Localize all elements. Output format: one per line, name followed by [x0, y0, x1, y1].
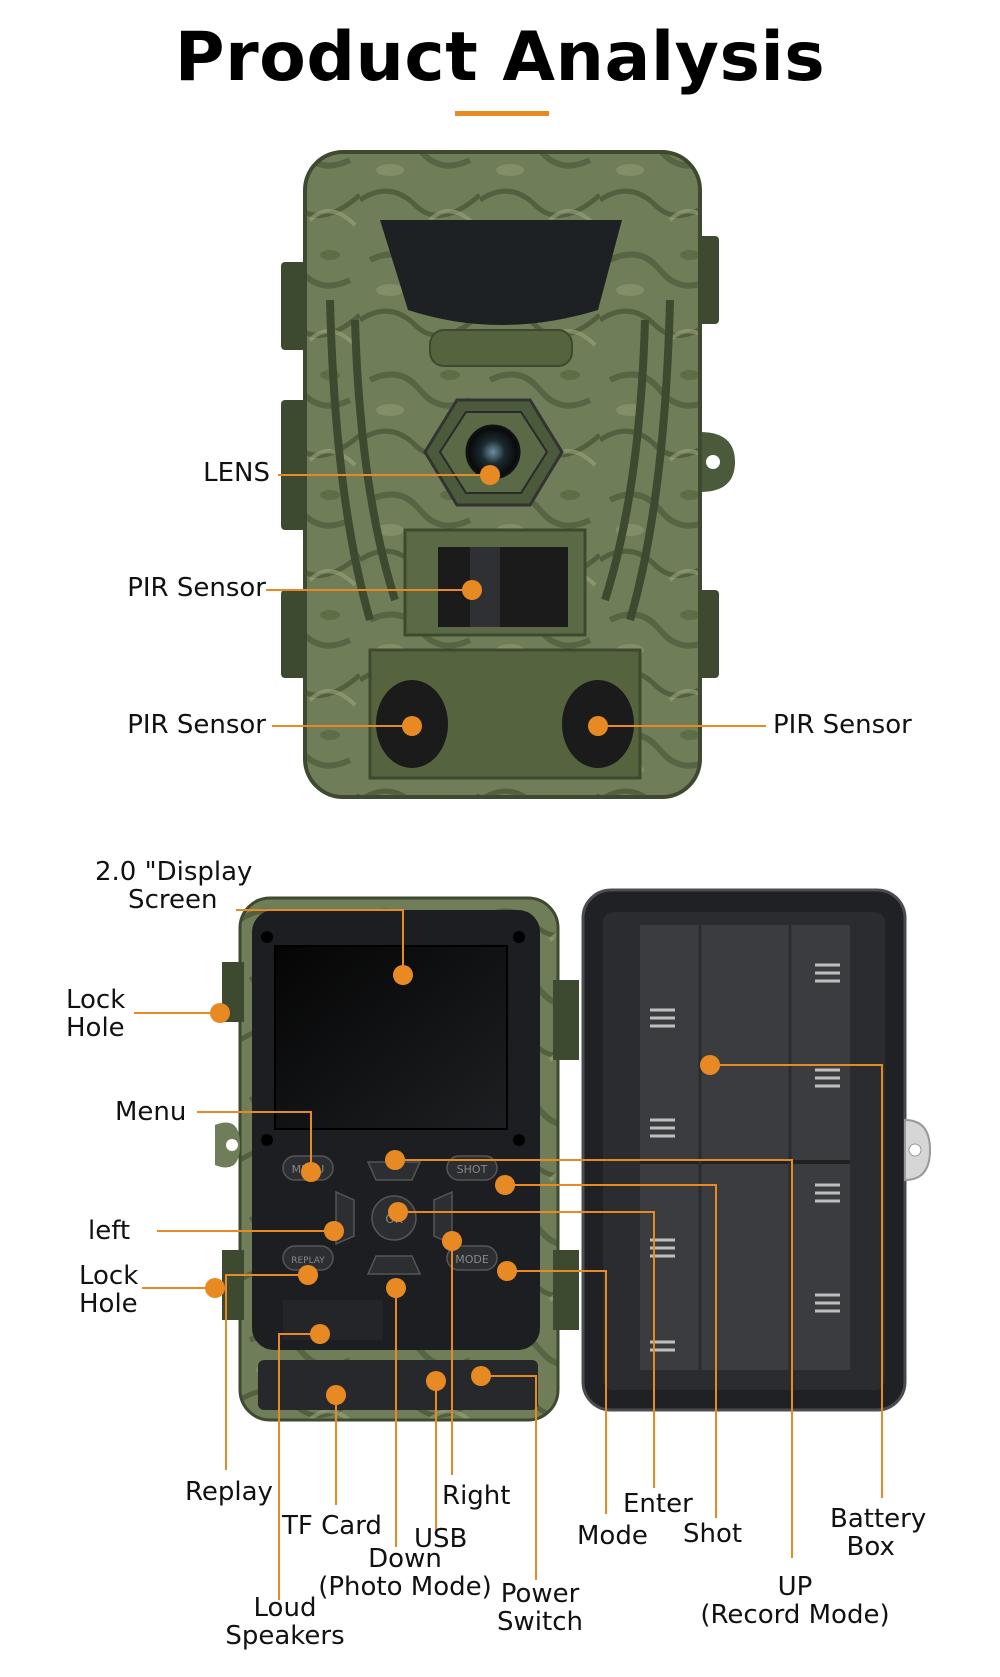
mode-marker [497, 1261, 517, 1281]
label-tf-card: TF Card [282, 1511, 382, 1541]
label-enter: Enter [623, 1489, 693, 1519]
label-display-screen: 2.0 "Display Screen [95, 857, 253, 915]
usb-marker [426, 1371, 446, 1391]
speakers-marker [310, 1324, 330, 1344]
lens-marker [480, 465, 500, 485]
shot-marker [495, 1175, 515, 1195]
label-right: Right [442, 1481, 511, 1511]
display-screen [274, 945, 508, 1130]
pir-left-marker [402, 716, 422, 736]
back-callouts [134, 909, 883, 1600]
pir-right-marker [588, 716, 608, 736]
mode-button [446, 1245, 498, 1271]
enter-marker [388, 1202, 408, 1222]
mode-button-mark: MODE [455, 1253, 489, 1266]
front-camera [281, 150, 735, 799]
label-pir-right: PIR Sensor [773, 710, 912, 740]
label-lock-hole-top: Lock Hole [66, 985, 126, 1043]
label-up: UP (Record Mode) [700, 1572, 890, 1630]
display-marker [393, 965, 413, 985]
down-marker [386, 1278, 406, 1298]
label-replay: Replay [185, 1477, 273, 1507]
shot-button-mark: SHOT [457, 1163, 488, 1176]
label-power-switch: Power Switch [497, 1579, 583, 1637]
lock-hole-bottom-marker [205, 1278, 225, 1298]
up-marker [385, 1150, 405, 1170]
tf-card-marker [326, 1385, 346, 1405]
replay-button-mark: REPLAY [291, 1256, 325, 1266]
pir-sensor-center [438, 547, 568, 627]
label-battery-box: Battery Box [830, 1504, 927, 1562]
page-title: Product Analysis [174, 18, 826, 97]
replay-marker [298, 1265, 318, 1285]
power-marker [471, 1366, 491, 1386]
label-loud-speakers: Loud Speakers [225, 1593, 345, 1651]
label-shot: Shot [683, 1519, 743, 1549]
front-callouts [266, 474, 766, 727]
back-camera: MENU SHOT REPLAY MODE OK [215, 888, 932, 1422]
label-lens: LENS [203, 458, 270, 488]
label-pir-center: PIR Sensor [127, 573, 266, 603]
battery-box-marker [700, 1055, 720, 1075]
lock-hole-top-marker [210, 1003, 230, 1023]
title-underline [455, 111, 549, 116]
label-mode: Mode [577, 1521, 648, 1551]
label-lock-hole-bottom: Lock Hole [79, 1261, 139, 1319]
left-marker [324, 1221, 344, 1241]
label-pir-left: PIR Sensor [127, 710, 266, 740]
label-menu: Menu [115, 1097, 187, 1127]
label-usb: USB [414, 1524, 468, 1554]
label-left: left [88, 1216, 131, 1246]
shot-button [446, 1155, 498, 1181]
menu-marker [301, 1162, 321, 1182]
right-marker [442, 1231, 462, 1251]
label-down: Down (Photo Mode) [318, 1544, 492, 1602]
pir-center-marker [462, 580, 482, 600]
